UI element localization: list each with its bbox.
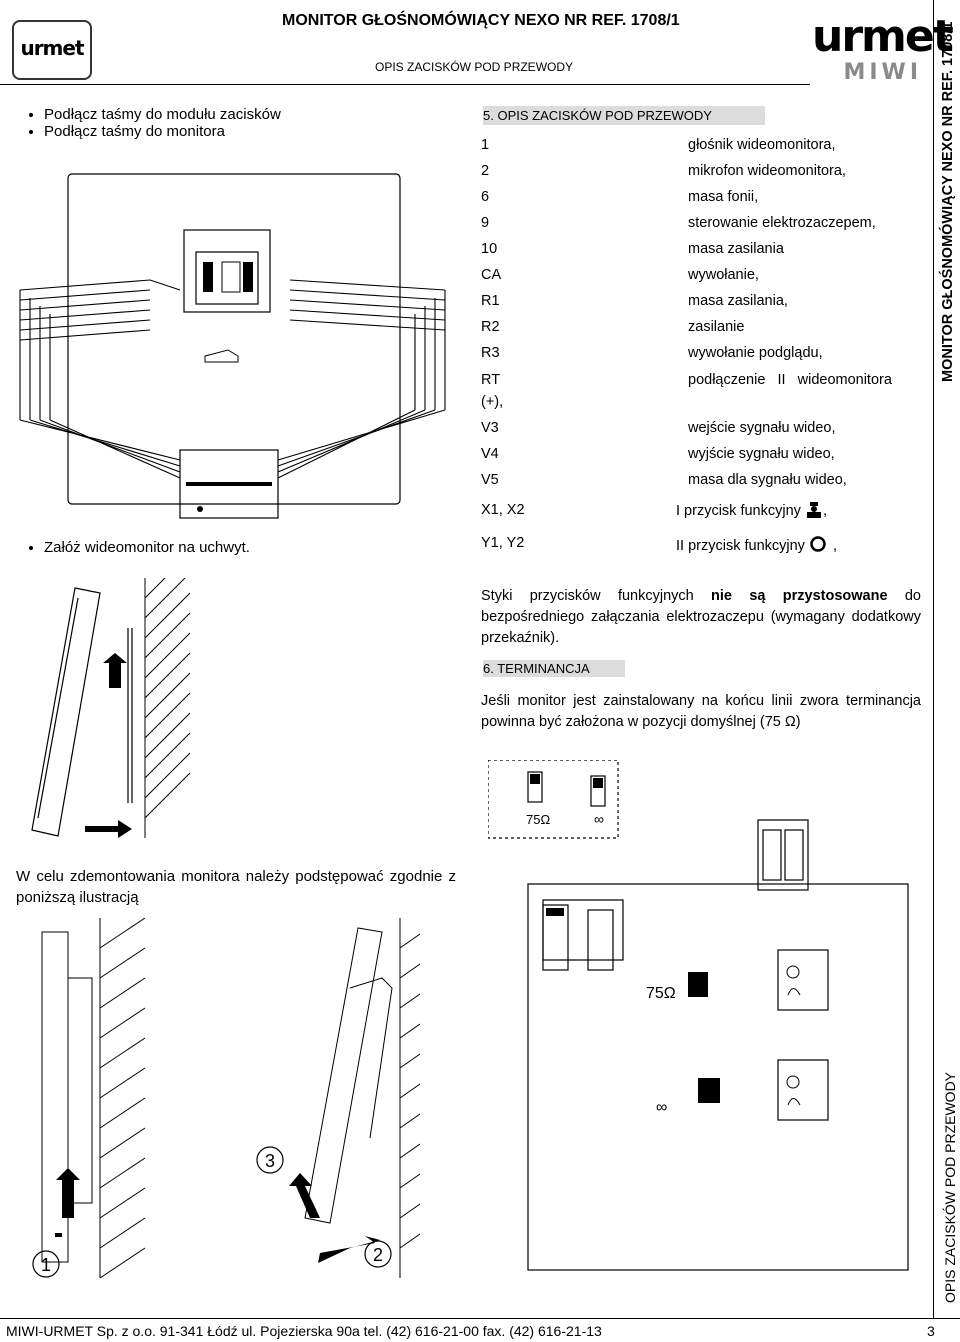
dismount-illustration: 1 3 2 [32,918,420,1279]
termination-diagram: 75Ω ∞ 75Ω ∞ [488,760,909,1271]
urmet-miwi-logo: urmet MIWI [812,11,954,86]
label-75-ohm-large: 75Ω [646,985,676,1002]
step-number-2: 2 [373,1245,383,1265]
header-divider [0,84,810,85]
side-subtitle: OPIS ZACISKÓW POD PRZEWODY [942,1071,958,1303]
circle-icon [810,536,826,552]
right-border [933,0,934,1318]
side-title: MONITOR GŁOŚNOMÓWIĄCY NEXO NR REF. 1708/… [940,21,956,382]
label-infinity-large: ∞ [656,1099,667,1116]
step-bullet: Podłącz taśmy do monitora [44,123,281,140]
function-buttons-note: Styki przycisków funkcyjnych nie są przy… [481,588,921,646]
label-75-ohm: 75Ω [526,812,550,827]
mount-step: Załóż wideomonitor na uchwyt. [22,539,250,556]
step-bullet: Załóż wideomonitor na uchwyt. [44,539,250,556]
mount-illustration [31,578,190,838]
wiring-diagram [19,173,446,519]
footer-divider [0,1318,960,1319]
terminal-row-continuation: (+), [481,394,504,410]
page-title: MONITOR GŁOŚNOMÓWIĄCY NEXO NR REF. 1708/… [282,12,680,29]
guard-icon [806,502,821,518]
terminal-row-y: Y1, Y2 II przycisk funkcyjny , [481,535,837,554]
step-number-1: 1 [41,1255,51,1275]
section-5-title: 5. OPIS ZACISKÓW POD PRZEWODY [483,106,765,125]
page-subtitle: OPIS ZACISKÓW POD PRZEWODY [375,60,574,74]
dismount-instructions: W celu zdemontowania monitora należy pod… [16,868,456,906]
page-number: 3 [927,1323,935,1339]
step-number-3: 3 [265,1151,275,1171]
step-bullet: Podłącz taśmy do modułu zacisków [44,106,281,123]
termination-text: Jeśli monitor jest zainstalowany na końc… [481,693,921,730]
company-footer: MIWI-URMET Sp. z o.o. 91-341 Łódź ul. Po… [6,1323,602,1339]
section-6-title: 6. TERMINANCJA [483,660,625,677]
label-infinity: ∞ [594,811,604,827]
urmet-logo-small: urmet [12,20,92,80]
connection-steps: Podłącz taśmy do modułu zacisków Podłącz… [22,106,281,140]
terminal-row-x: X1, X2 I przycisk funkcyjny , [481,502,827,519]
